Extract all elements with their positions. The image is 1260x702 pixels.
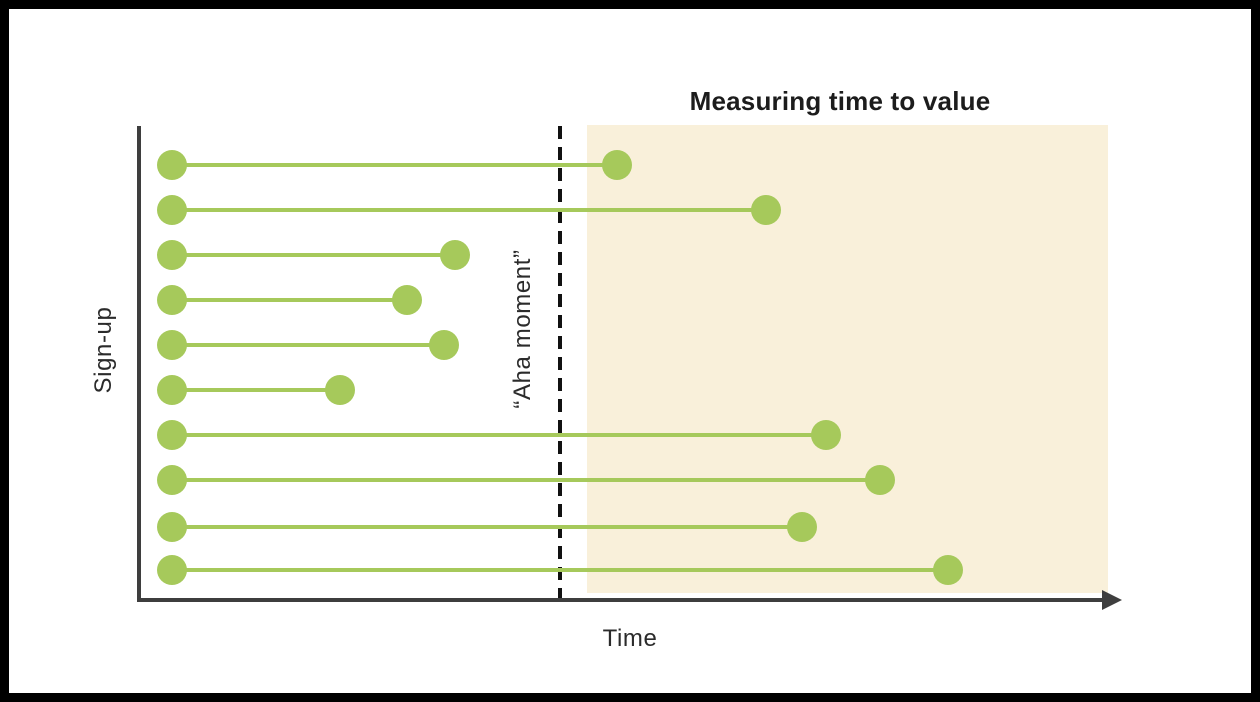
signup-dot xyxy=(157,512,187,542)
signup-dot xyxy=(157,375,187,405)
duration-line xyxy=(172,208,766,212)
duration-line xyxy=(172,478,880,482)
signup-dot xyxy=(157,285,187,315)
y-axis-label: Sign-up xyxy=(90,306,117,394)
duration-line xyxy=(172,343,444,347)
duration-line xyxy=(172,298,407,302)
value-reached-dot xyxy=(865,465,895,495)
signup-dot xyxy=(157,465,187,495)
y-axis-line xyxy=(137,126,141,602)
value-reached-dot xyxy=(392,285,422,315)
value-reached-dot xyxy=(933,555,963,585)
signup-dot xyxy=(157,195,187,225)
signup-dot xyxy=(157,330,187,360)
chart-title: Measuring time to value xyxy=(689,86,991,116)
duration-line xyxy=(172,568,948,572)
value-reached-dot xyxy=(751,195,781,225)
x-axis-arrowhead-icon xyxy=(1102,590,1122,610)
value-reached-dot xyxy=(811,420,841,450)
x-axis-label: Time xyxy=(602,625,658,652)
signup-dot xyxy=(157,420,187,450)
signup-dot xyxy=(157,555,187,585)
value-reached-dot xyxy=(429,330,459,360)
aha-moment-label: “Aha moment” xyxy=(509,249,536,409)
duration-line xyxy=(172,163,617,167)
duration-line xyxy=(172,388,340,392)
duration-line xyxy=(172,433,826,437)
aha-moment-dashed-line xyxy=(558,126,562,600)
value-reached-dot xyxy=(325,375,355,405)
signup-dot xyxy=(157,150,187,180)
value-reached-dot xyxy=(787,512,817,542)
duration-line xyxy=(172,253,455,257)
time-to-value-region xyxy=(587,125,1108,593)
value-reached-dot xyxy=(440,240,470,270)
signup-dot xyxy=(157,240,187,270)
value-reached-dot xyxy=(602,150,632,180)
duration-line xyxy=(172,525,802,529)
x-axis-line xyxy=(137,598,1104,602)
